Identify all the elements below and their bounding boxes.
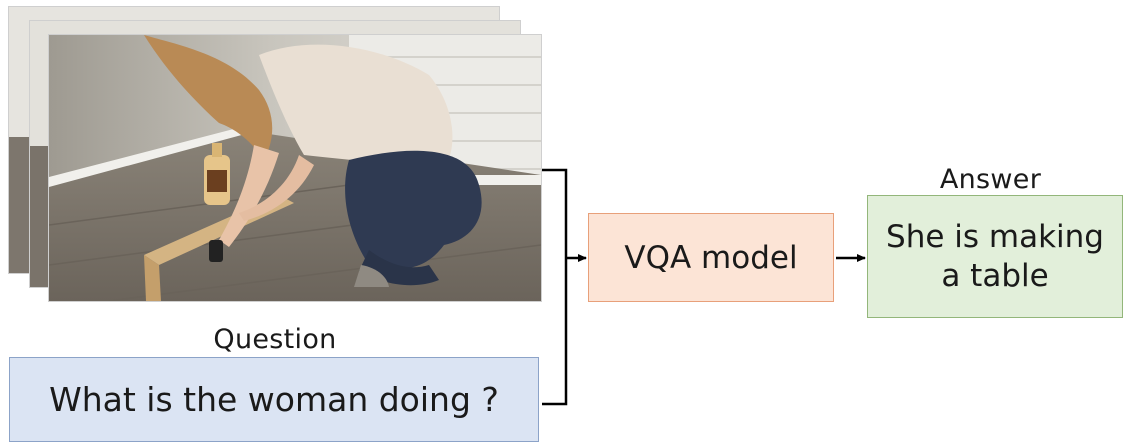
answer-label: Answer (939, 164, 1042, 195)
vqa-model-label: VQA model (624, 239, 798, 276)
answer-text: She is making a table (886, 218, 1104, 294)
question-text: What is the woman doing ? (49, 380, 499, 419)
question-connector (542, 258, 568, 406)
woman-building-frame-image (49, 35, 541, 301)
question-label: Question (213, 324, 337, 355)
video-frame-front (48, 34, 542, 302)
vqa-model-box: VQA model (588, 213, 834, 302)
question-box: What is the woman doing ? (9, 357, 539, 442)
video-connector (542, 168, 568, 258)
answer-box: She is making a table (867, 195, 1123, 318)
